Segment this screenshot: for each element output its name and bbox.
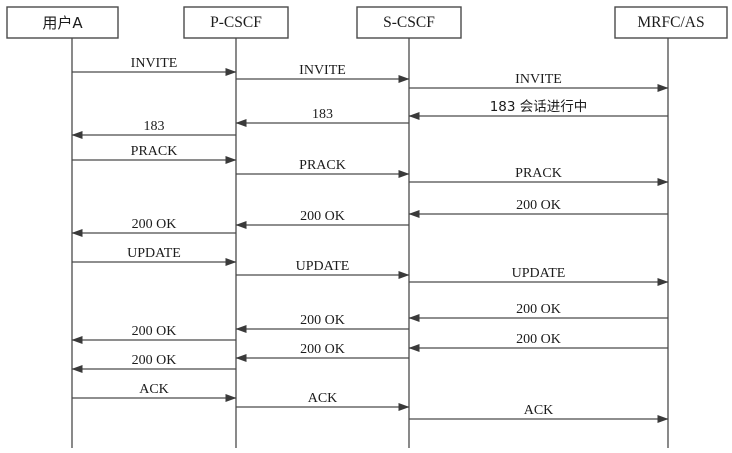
message-label-12: 200 OK	[132, 217, 177, 232]
message-16-200-ok[interactable]: 200 OK	[408, 302, 668, 322]
message-label-16: 200 OK	[516, 302, 561, 317]
message-label-6: 183	[144, 119, 165, 134]
message-6-183[interactable]: 183	[71, 119, 236, 139]
message-label-17: 200 OK	[300, 313, 345, 328]
message-12-200-ok[interactable]: 200 OK	[71, 217, 236, 237]
message-21-200-ok[interactable]: 200 OK	[71, 353, 236, 373]
message-3-invite[interactable]: INVITE	[409, 72, 669, 92]
message-label-4: 183 会话进行中	[490, 99, 588, 115]
message-label-20: 200 OK	[300, 342, 345, 357]
message-label-5: 183	[312, 107, 333, 122]
message-11-200-ok[interactable]: 200 OK	[235, 209, 409, 229]
message-label-9: PRACK	[515, 166, 562, 181]
actor-box-scscf[interactable]: S-CSCF	[356, 6, 462, 39]
message-label-21: 200 OK	[132, 353, 177, 368]
message-22-ack[interactable]: ACK	[72, 382, 237, 402]
message-label-7: PRACK	[131, 144, 178, 159]
message-13-update[interactable]: UPDATE	[72, 246, 237, 266]
message-24-ack[interactable]: ACK	[409, 403, 669, 423]
message-7-prack[interactable]: PRACK	[72, 144, 237, 164]
message-20-200-ok[interactable]: 200 OK	[235, 342, 409, 362]
actor-box-frame-scscf	[356, 6, 462, 39]
message-label-14: UPDATE	[296, 259, 350, 274]
message-label-1: INVITE	[131, 56, 178, 71]
message-9-prack[interactable]: PRACK	[409, 166, 669, 186]
actor-box-frame-pcscf	[183, 6, 289, 39]
message-8-prack[interactable]: PRACK	[236, 158, 410, 178]
message-label-11: 200 OK	[300, 209, 345, 224]
actor-box-frame-mrfc	[614, 6, 728, 39]
message-2-invite[interactable]: INVITE	[236, 63, 410, 83]
actor-box-frame-ua	[6, 6, 119, 39]
message-1-invite[interactable]: INVITE	[72, 56, 237, 76]
actor-label-ua: 用户A	[42, 14, 83, 32]
message-label-15: UPDATE	[512, 266, 566, 281]
message-label-22: ACK	[139, 382, 169, 397]
message-label-13: UPDATE	[127, 246, 181, 261]
actor-label-scscf: S-CSCF	[383, 14, 435, 31]
message-4-183-会话进行中[interactable]: 183 会话进行中	[408, 99, 668, 120]
message-17-200-ok[interactable]: 200 OK	[235, 313, 409, 333]
message-label-24: ACK	[524, 403, 554, 418]
message-label-2: INVITE	[299, 63, 346, 78]
message-10-200-ok[interactable]: 200 OK	[408, 198, 668, 218]
actor-label-mrfc: MRFC/AS	[637, 14, 704, 31]
message-label-8: PRACK	[299, 158, 346, 173]
actor-box-ua[interactable]: 用户A	[6, 6, 119, 39]
message-18-200-ok[interactable]: 200 OK	[71, 324, 236, 344]
message-label-10: 200 OK	[516, 198, 561, 213]
lifelines-layer	[71, 38, 669, 448]
actors-layer: 用户A P-CSCF S-CSCF MRFC/AS	[6, 6, 728, 39]
message-label-18: 200 OK	[132, 324, 177, 339]
actor-box-mrfc[interactable]: MRFC/AS	[614, 6, 728, 39]
message-label-19: 200 OK	[516, 332, 561, 347]
message-23-ack[interactable]: ACK	[236, 391, 410, 411]
message-15-update[interactable]: UPDATE	[409, 266, 669, 286]
message-label-23: ACK	[308, 391, 338, 406]
message-19-200-ok[interactable]: 200 OK	[408, 332, 668, 352]
actor-label-pcscf: P-CSCF	[210, 14, 262, 31]
message-14-update[interactable]: UPDATE	[236, 259, 410, 279]
message-label-3: INVITE	[515, 72, 562, 87]
actor-box-pcscf[interactable]: P-CSCF	[183, 6, 289, 39]
message-5-183[interactable]: 183	[235, 107, 409, 127]
